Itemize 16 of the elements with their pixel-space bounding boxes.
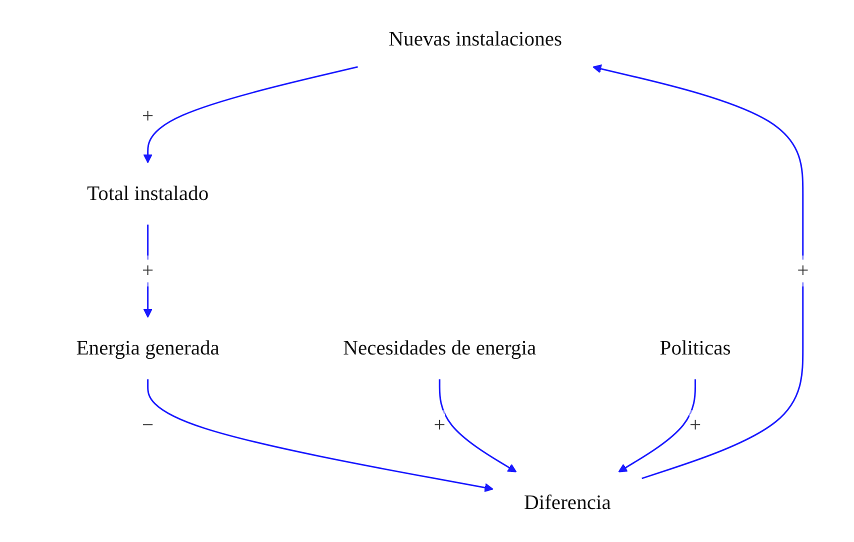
edge-label: +: [142, 260, 154, 282]
arrow: [147, 379, 494, 492]
edge-label: +: [434, 414, 446, 437]
edge-label: +: [689, 414, 702, 437]
node-text: Nuevas instalaciones: [388, 28, 562, 50]
edge-label: −: [142, 414, 154, 437]
node-text: Politicas: [660, 336, 731, 360]
node-text: Energia generada: [76, 336, 220, 360]
node-text: Total instalado: [87, 182, 209, 206]
arrow: [618, 379, 696, 472]
arrow: [438, 379, 517, 472]
edge-label: +: [142, 105, 154, 128]
edge-label: +: [797, 260, 809, 282]
arrow: [592, 64, 804, 480]
node-text: Diferencia: [524, 492, 611, 514]
node-text: Necesidades de energia: [343, 336, 536, 360]
